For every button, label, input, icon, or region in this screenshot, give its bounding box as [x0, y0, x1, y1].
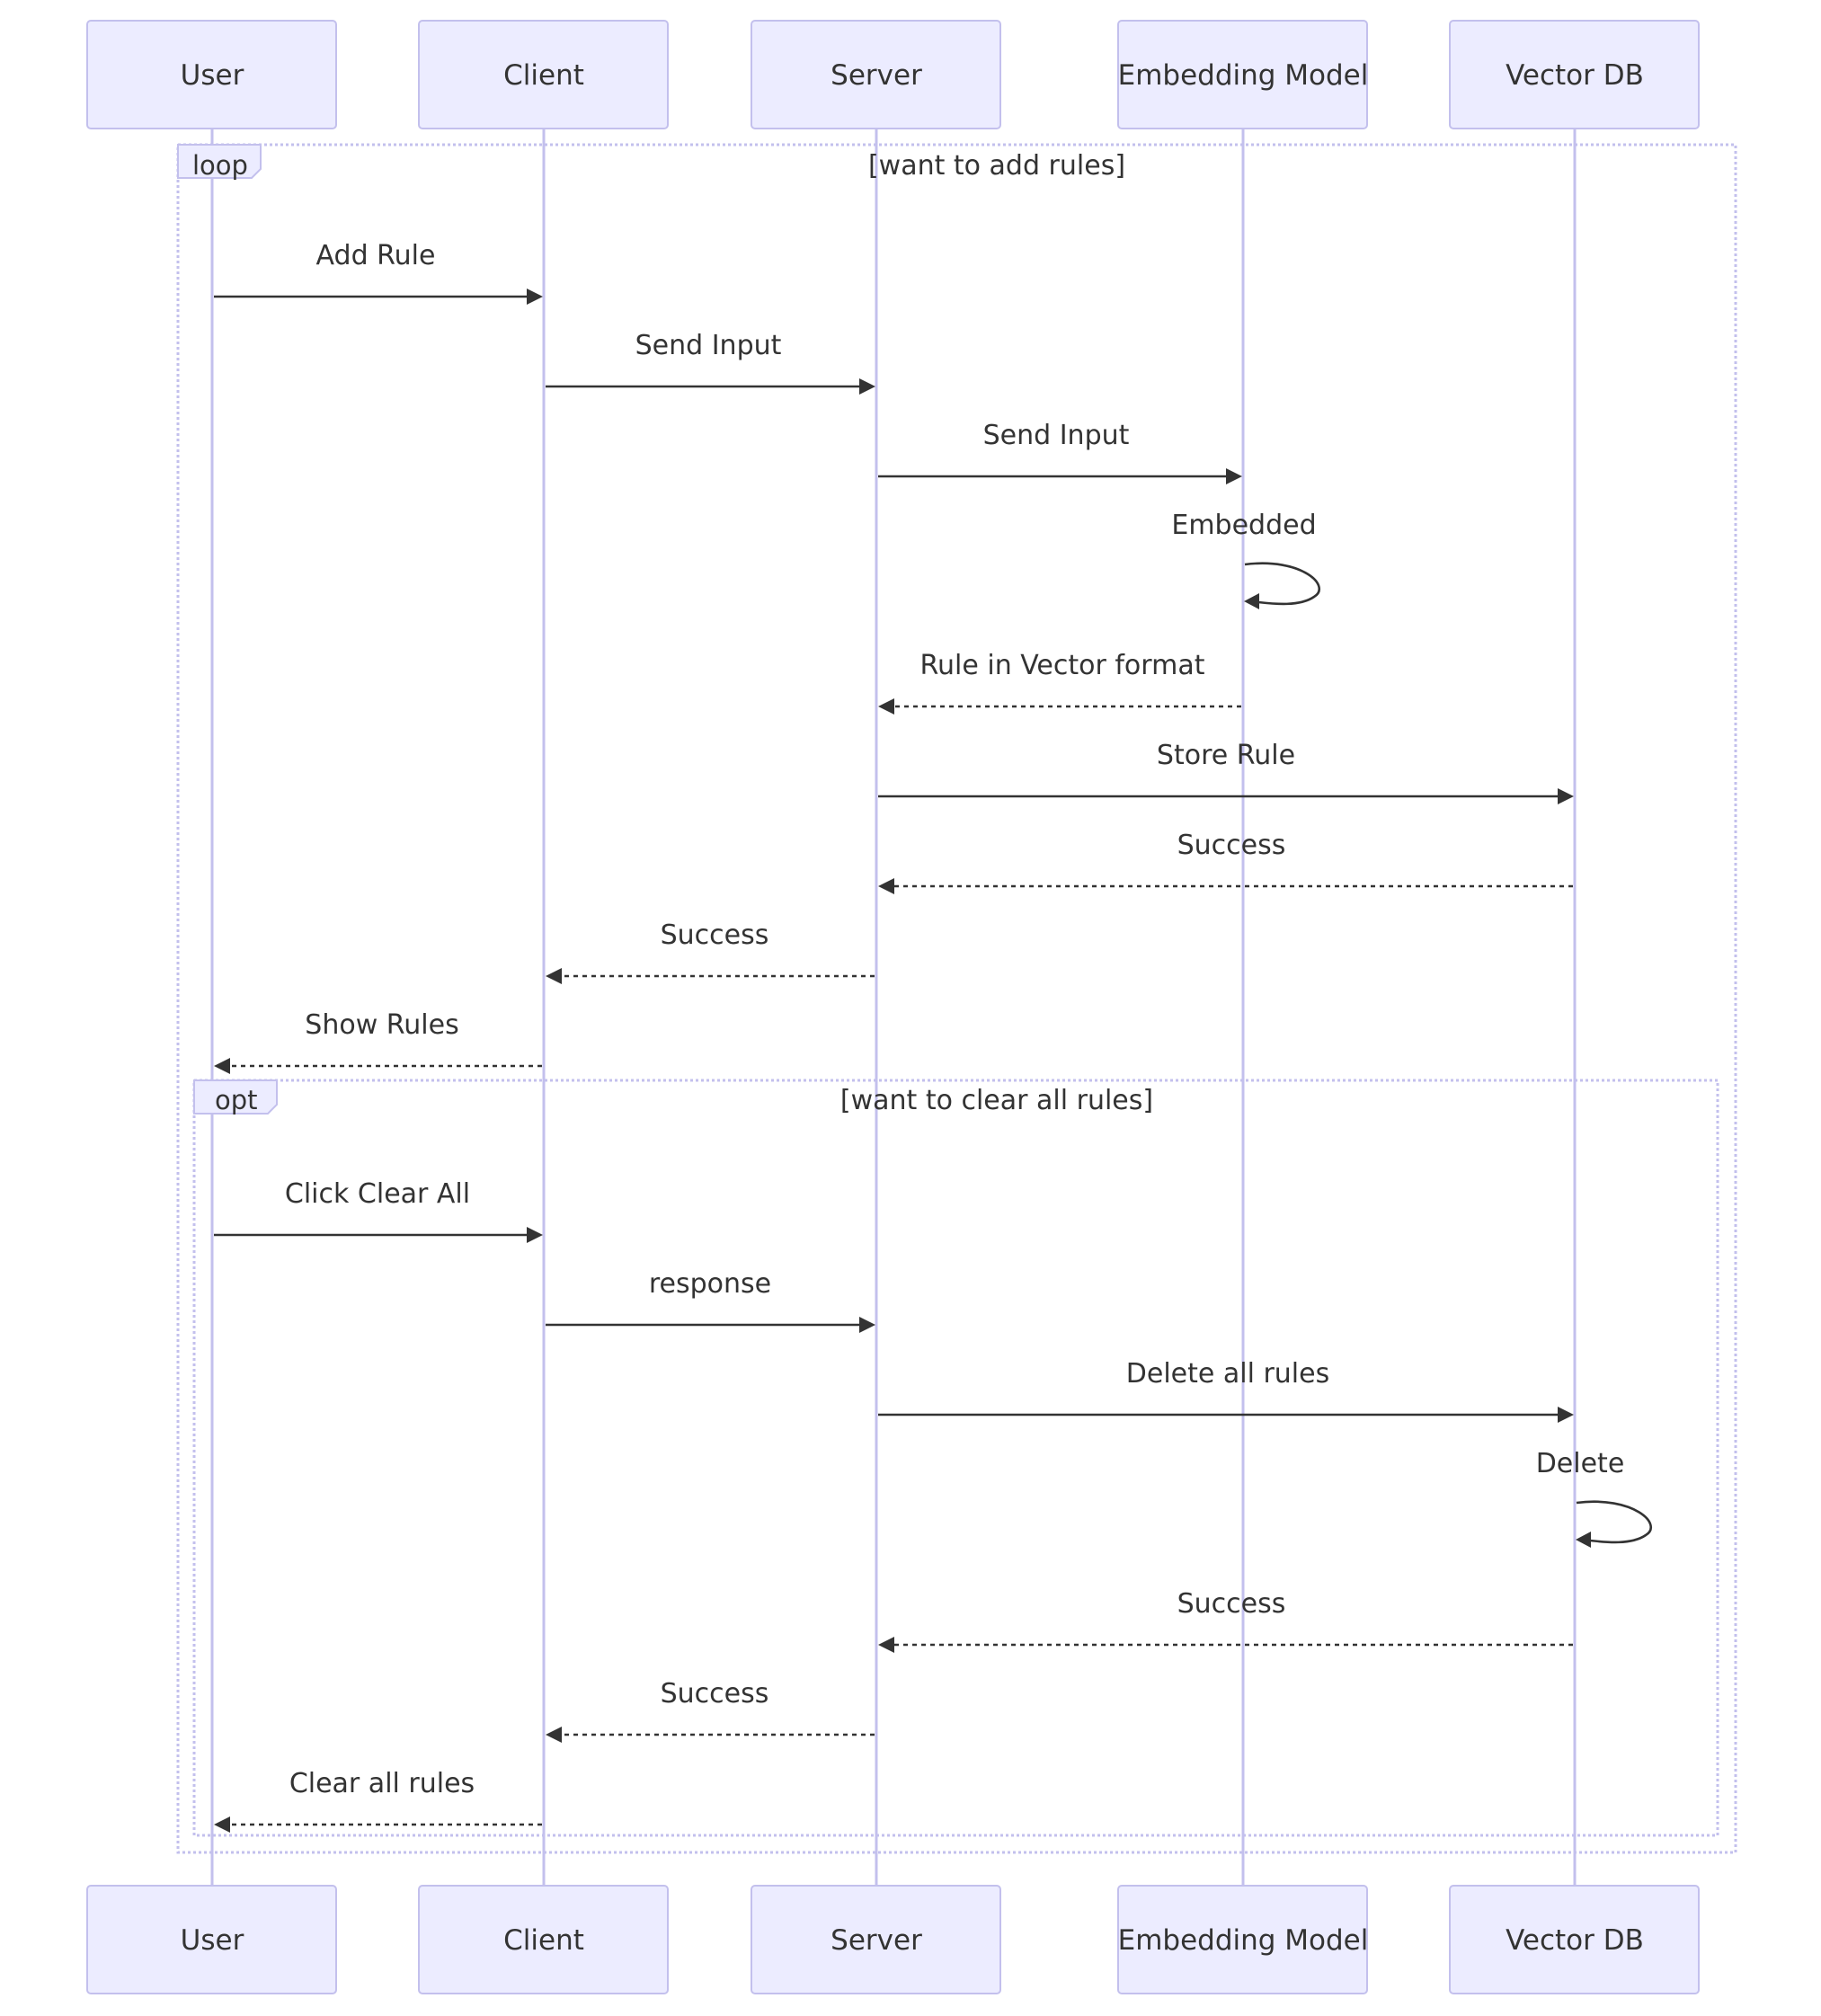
message-response: response [546, 1268, 875, 1333]
actor-label: User [181, 59, 244, 92]
message-label: Send Input [983, 420, 1130, 451]
actor-label: Embedding Model [1118, 59, 1369, 92]
actor-client-bottom[interactable]: Client [418, 1885, 669, 1994]
message-send-input-to-server: Send Input [546, 330, 875, 395]
actor-user-bottom[interactable]: User [86, 1885, 337, 1994]
arrowhead [878, 878, 894, 894]
arrowhead [1576, 1532, 1591, 1548]
message-label: response [649, 1268, 771, 1300]
arrowhead [1244, 593, 1259, 609]
actor-box [751, 20, 1001, 129]
message-label: Send Input [635, 330, 782, 361]
actor-label: Embedding Model [1118, 1924, 1369, 1957]
opt-frame-kind: opt [215, 1085, 258, 1115]
message-delete-all-rules: Delete all rules [878, 1358, 1574, 1423]
loop-frame-border [176, 143, 1737, 1854]
message-success-server-to-client-clear: Success [546, 1678, 875, 1743]
actor-box [1449, 1885, 1700, 1994]
message-success-server-to-client: Success [546, 919, 875, 984]
actors-top: User Client Server Embedding Model Vecto… [86, 20, 1700, 129]
actor-box [1117, 20, 1368, 129]
arrowhead [878, 1637, 894, 1653]
message-store-rule: Store Rule [878, 740, 1574, 804]
message-success-db-to-server: Success [878, 830, 1573, 894]
arrowhead [214, 1058, 230, 1074]
message-add-rule: Add Rule [214, 240, 543, 305]
actor-client-top[interactable]: Client [418, 20, 669, 129]
message-label: Success [661, 919, 769, 951]
arrowhead [859, 1317, 875, 1333]
arrowhead [546, 1727, 562, 1743]
message-label: Show Rules [305, 1009, 458, 1041]
loop-frame-condition: [want to add rules] [868, 150, 1125, 182]
message-label: Delete all rules [1126, 1358, 1329, 1390]
arrowhead [1226, 468, 1242, 484]
message-clear-all-rules: Clear all rules [214, 1768, 542, 1833]
actor-label: Client [503, 1924, 584, 1957]
loop-frame-tab [177, 144, 262, 179]
message-label: Embedded [1171, 510, 1316, 541]
actor-vector-db-bottom[interactable]: Vector DB [1449, 1885, 1700, 1994]
message-self-loop [1576, 1500, 1652, 1544]
actor-vector-db-top[interactable]: Vector DB [1449, 20, 1700, 129]
message-rule-in-vector-format: Rule in Vector format [878, 650, 1241, 715]
arrowhead [527, 1227, 543, 1243]
opt-frame-tab [193, 1079, 278, 1115]
actor-server-top[interactable]: Server [751, 20, 1001, 129]
message-label: Success [661, 1678, 769, 1710]
message-send-input-to-embedding: Send Input [878, 420, 1242, 484]
actor-box [418, 20, 669, 129]
message-label: Store Rule [1157, 740, 1295, 771]
lifelines [210, 129, 1577, 1886]
arrowhead [878, 698, 894, 715]
message-label: Delete [1536, 1448, 1625, 1479]
actor-label: Server [831, 59, 922, 92]
opt-frame-condition: [want to clear all rules] [840, 1085, 1153, 1116]
actor-user-top[interactable]: User [86, 20, 337, 129]
actor-label: Server [831, 1924, 922, 1957]
loop-frame: loop [want to add rules] [176, 143, 1737, 1854]
actors-bottom: User Client Server Embedding Model Vecto… [86, 1885, 1700, 1994]
message-label: Rule in Vector format [920, 650, 1205, 681]
arrowhead [546, 968, 562, 984]
actor-box [1117, 1885, 1368, 1994]
arrowhead [1558, 788, 1574, 804]
arrowhead [1558, 1407, 1574, 1423]
actor-label: Vector DB [1506, 1924, 1644, 1957]
opt-frame: opt [want to clear all rules] [192, 1079, 1719, 1837]
message-click-clear-all: Click Clear All [214, 1178, 543, 1243]
message-show-rules: Show Rules [214, 1009, 542, 1074]
actor-label: Vector DB [1506, 59, 1644, 92]
opt-frame-border [192, 1079, 1719, 1837]
actor-box [86, 20, 337, 129]
message-embedded-self: Embedded [1171, 510, 1320, 609]
message-self-loop [1244, 562, 1320, 606]
actor-label: Client [503, 59, 584, 92]
arrowhead [527, 289, 543, 305]
message-label: Success [1177, 830, 1286, 861]
loop-frame-kind: loop [192, 150, 248, 181]
actor-box [1449, 20, 1700, 129]
arrowhead [859, 378, 875, 395]
message-label: Success [1177, 1588, 1286, 1620]
message-label: Click Clear All [285, 1178, 470, 1210]
actor-box [751, 1885, 1001, 1994]
actor-box [86, 1885, 337, 1994]
actor-box [418, 1885, 669, 1994]
arrowhead [214, 1816, 230, 1833]
actor-label: User [181, 1924, 244, 1957]
message-label: Add Rule [316, 240, 436, 271]
message-label: Clear all rules [289, 1768, 475, 1799]
message-delete-self: Delete [1536, 1448, 1652, 1548]
actor-embedding-model-bottom[interactable]: Embedding Model [1117, 1885, 1369, 1994]
actor-server-bottom[interactable]: Server [751, 1885, 1001, 1994]
messages: Add Rule Send Input Send Input Embedded … [214, 240, 1652, 1833]
actor-embedding-model-top[interactable]: Embedding Model [1117, 20, 1369, 129]
message-success-db-to-server-clear: Success [878, 1588, 1573, 1653]
